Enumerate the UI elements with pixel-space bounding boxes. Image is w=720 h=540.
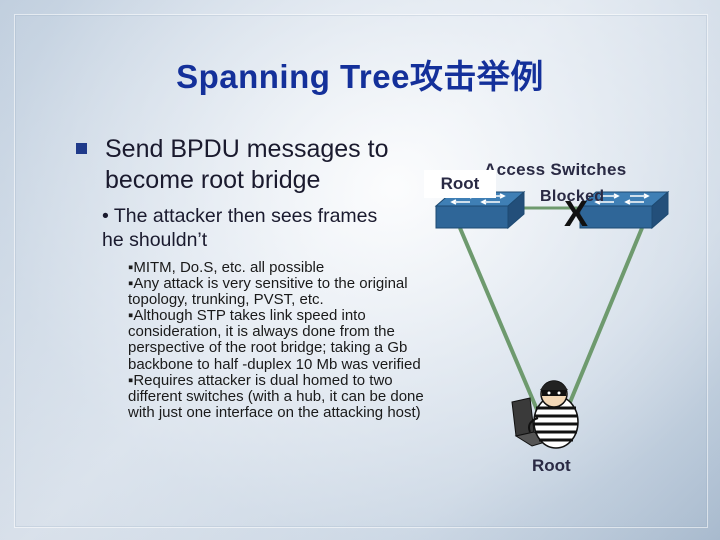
slide-title: Spanning Tree攻击举例 bbox=[176, 58, 544, 95]
detail-item: ▪Requires attacker is dual homed to two … bbox=[128, 371, 424, 421]
link-root-to-attacker bbox=[458, 227, 540, 413]
access-switches-label: Access Switches bbox=[484, 160, 627, 179]
main-bullet-text: Send BPDU messages to become root bridge bbox=[105, 135, 389, 194]
blocked-x-icon: X bbox=[564, 193, 589, 234]
switch-icon bbox=[434, 190, 526, 230]
detail-item: ▪MITM, Do.S, etc. all possible bbox=[128, 259, 325, 276]
detail-item: ▪Any attack is very sensitive to the ori… bbox=[128, 275, 408, 309]
square-bullet-icon bbox=[76, 143, 87, 154]
sub-bullet: • The attacker then sees frames he shoul… bbox=[102, 205, 378, 251]
slide-frame bbox=[14, 14, 708, 528]
link-access-to-attacker bbox=[564, 227, 644, 413]
attacker-root-label: Root bbox=[532, 456, 571, 475]
blocked-label: Blocked bbox=[540, 188, 605, 205]
detail-item: ▪Although STP takes link speed into cons… bbox=[128, 307, 421, 373]
detail-list: ▪MITM, Do.S, etc. all possible ▪Any atta… bbox=[128, 259, 428, 421]
switch-icon bbox=[578, 190, 670, 230]
root-switch-label: Root bbox=[424, 170, 496, 198]
attacker-icon bbox=[511, 380, 579, 449]
